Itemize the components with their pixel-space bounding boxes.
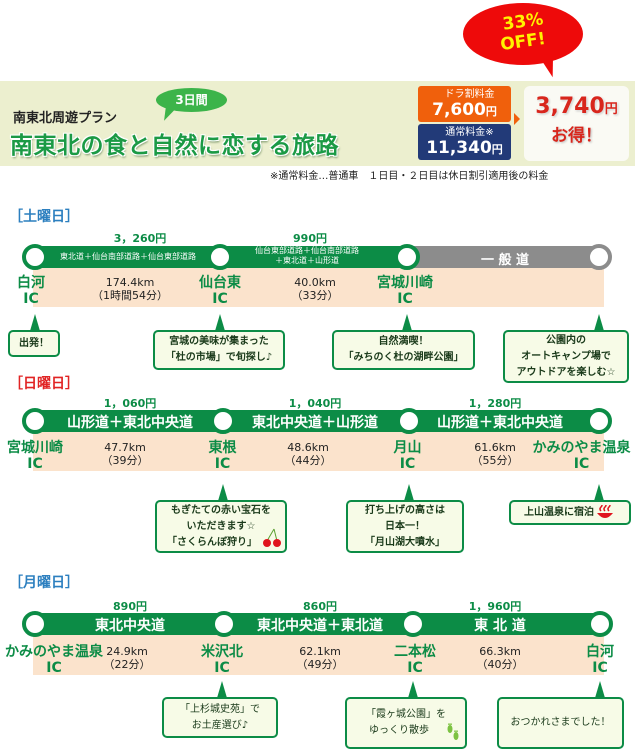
segment-fee: 3，260円 [113, 232, 167, 245]
segment-distance: 66.3km（40分） [476, 645, 524, 671]
segment-distance: 174.4km（1時間54分） [92, 276, 168, 302]
interchange-node [207, 244, 233, 270]
day-label-monday: ［月曜日］ [9, 575, 79, 591]
dora-fare-box: ドラ割料金 7,600円 [418, 86, 511, 122]
road-name: 東北中央道＋東北道 [257, 618, 383, 634]
fare-note: ※通常料金…普通車 １日目・２日目は休日割引適用後の料金 [270, 171, 549, 182]
interchange-node [22, 611, 48, 637]
segment-distance: 61.6km（55分） [471, 441, 519, 467]
segment-fee: 990円 [293, 232, 327, 245]
road-name: 東 北 道 [474, 618, 526, 634]
savings-box: 3,740円 お得！ [524, 86, 629, 161]
plan-title: 南東北の食と自然に恋する旅路 [10, 133, 339, 159]
road-bar-toll [33, 410, 603, 432]
callout-auto-camp: 公園内のオートキャンプ場でアウトドアを楽しむ☆ [503, 330, 629, 383]
interchange-node [587, 611, 613, 637]
callout-mori-market: 宮城の美味が集まった「杜の市場」で旬探し♪ [153, 330, 285, 370]
segment-fee: 1，040円 [288, 397, 342, 410]
callout-lakeside-park: 自然満喫！「みちのく杜の湖畔公園」 [332, 330, 475, 370]
discount-bubble: 33% OFF! [463, 3, 583, 65]
segment-distance: 24.9km（22分） [103, 645, 151, 671]
route-band [33, 635, 604, 675]
callout-pointer [595, 681, 605, 698]
normal-fare-value: 11,340円 [426, 138, 503, 158]
interchange-node [211, 611, 237, 637]
callout-kaminoyama-stay: 上山温泉に宿泊 [509, 500, 631, 525]
savings-label: お得！ [551, 126, 602, 146]
segment-fee: 1，280円 [468, 397, 522, 410]
callout-pointer [215, 314, 225, 331]
hot-spring-icon [597, 504, 613, 518]
road-name: 東北中央道＋山形道 [252, 415, 378, 431]
segment-distance: 48.6km（44分） [284, 441, 332, 467]
road-name: 仙台東部道路＋仙台南部道路 ＋東北道＋山形道 [255, 246, 359, 265]
interchange-node [22, 244, 48, 270]
normal-fare-box: 通常料金※ 11,340円 [418, 124, 511, 160]
segment-fee: 1，060円 [103, 397, 157, 410]
day-label-saturday: ［土曜日］ [9, 209, 79, 225]
footprints-icon [447, 723, 459, 740]
segment-fee: 860円 [303, 600, 337, 613]
destination-node [586, 244, 612, 270]
road-bar-toll [33, 613, 603, 635]
arrow-right-icon [514, 113, 520, 125]
interchange-node [400, 611, 426, 637]
callout-kasumigajo-park: 「霞ヶ城公園」をゆっくり散歩 [345, 697, 467, 749]
road-bar-general [406, 246, 598, 268]
segment-distance: 47.7km（39分） [101, 441, 149, 467]
dora-fare-value: 7,600円 [432, 100, 497, 120]
road-name: 東北道＋仙台南部道路＋仙台東部道路 [60, 252, 196, 261]
callout-cherry-picking: もぎたての赤い宝石をいただきます☆「さくらんぼ狩り」 [155, 500, 287, 553]
route-band [33, 431, 604, 471]
callout-farewell: おつかれさまでした！ [497, 697, 624, 749]
interchange-node [586, 408, 612, 434]
interchange-node [210, 408, 236, 434]
callout-departure: 出発！ [8, 330, 60, 357]
callout-pointer [402, 314, 412, 331]
day-label-sunday: ［日曜日］ [9, 376, 79, 392]
callout-pointer [218, 484, 228, 501]
segment-fee: 1，960円 [468, 600, 522, 613]
plan-subtitle: 南東北周遊プラン [13, 111, 118, 126]
segment-distance: 62.1km（49分） [296, 645, 344, 671]
road-name: 山形道＋東北中央道 [437, 415, 563, 431]
interchange-node [22, 408, 48, 434]
route-band [33, 267, 604, 307]
savings-value: 3,740円 [535, 94, 618, 119]
callout-uesugi-joshien: 「上杉城史苑」でお土産選び♪ [162, 697, 278, 738]
interchange-node [396, 408, 422, 434]
callout-pointer [594, 314, 604, 331]
days-badge: 3日間 [156, 88, 227, 112]
callout-pointer [404, 484, 414, 501]
normal-fare-label: 通常料金※ [445, 127, 494, 138]
road-name: 山形道＋東北中央道 [67, 415, 193, 431]
segment-distance: 40.0km（33分） [291, 276, 339, 302]
interchange-node [394, 244, 420, 270]
road-name: 東北中央道 [95, 618, 165, 634]
callout-pointer [408, 681, 418, 698]
callout-pointer [30, 314, 40, 331]
segment-fee: 890円 [113, 600, 147, 613]
callout-pointer [217, 681, 227, 698]
callout-gassan-fountain: 打ち上げの高さは日本一！「月山湖大噴水」 [346, 500, 464, 553]
cherry-icon [263, 528, 281, 547]
dora-fare-label: ドラ割料金 [444, 89, 495, 100]
callout-pointer [594, 484, 604, 501]
road-name-general: 一 般 道 [480, 253, 530, 268]
